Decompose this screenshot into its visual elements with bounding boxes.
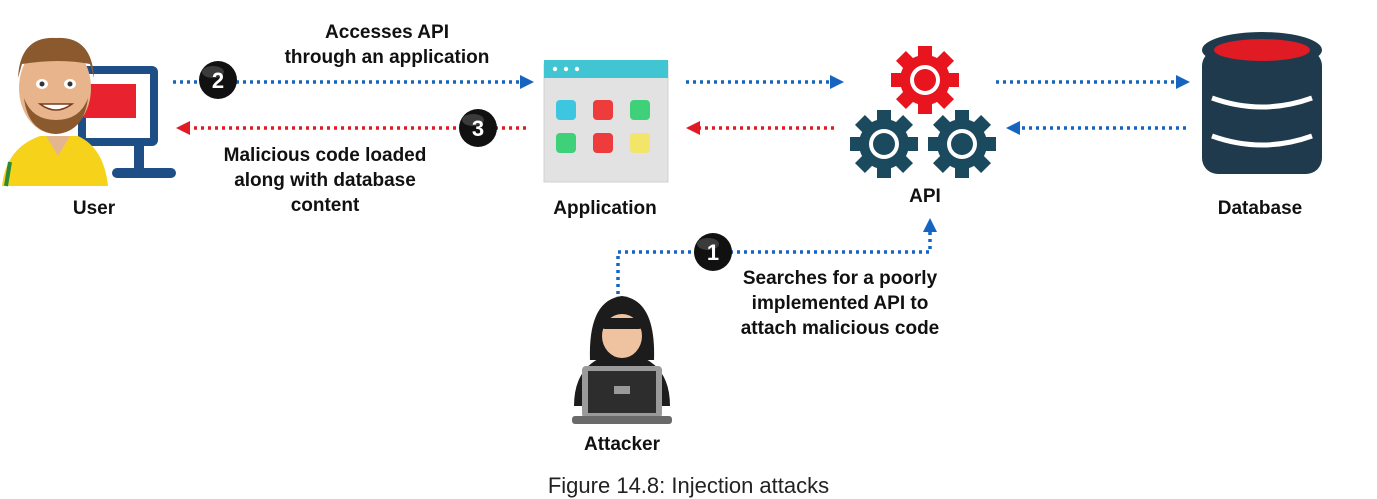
step-badge-3: 3 — [459, 109, 497, 147]
application-icon — [543, 60, 669, 183]
injection-attack-diagram: 2 3 1 — [2, 32, 1322, 424]
step-2-line-1: Accesses API — [325, 22, 449, 43]
user-icon — [2, 37, 176, 187]
step-3-line-3: content — [290, 195, 360, 216]
database-label: Database — [1217, 198, 1303, 219]
database-icon — [1202, 32, 1322, 174]
api-label: API — [909, 186, 941, 207]
step-1-line-1: Searches for a poorly — [742, 268, 938, 289]
api-gears-icon — [850, 46, 996, 178]
step-2-text: Accesses API through an application — [262, 20, 512, 70]
step-badge-2: 2 — [199, 61, 237, 99]
svg-text:2: 2 — [212, 68, 224, 93]
step-1-line-2: implemented API to — [751, 293, 929, 314]
step-1-line-3: attach malicious code — [740, 318, 940, 339]
step-3-text: Malicious code loaded along with databas… — [195, 143, 455, 218]
step-1-text: Searches for a poorly implemented API to… — [718, 266, 962, 341]
step-badge-1: 1 — [694, 233, 732, 271]
svg-text:3: 3 — [472, 116, 484, 141]
step-2-line-2: through an application — [284, 47, 490, 68]
attacker-label: Attacker — [583, 434, 661, 455]
step-3-line-2: along with database — [234, 170, 416, 191]
application-label: Application — [553, 198, 657, 219]
attacker-icon — [572, 296, 672, 424]
arrow-attacker-to-api — [616, 232, 932, 294]
step-3-line-1: Malicious code loaded — [223, 145, 427, 166]
svg-text:1: 1 — [707, 240, 719, 265]
figure-caption: Figure 14.8: Injection attacks — [547, 473, 830, 498]
user-label: User — [72, 198, 116, 219]
